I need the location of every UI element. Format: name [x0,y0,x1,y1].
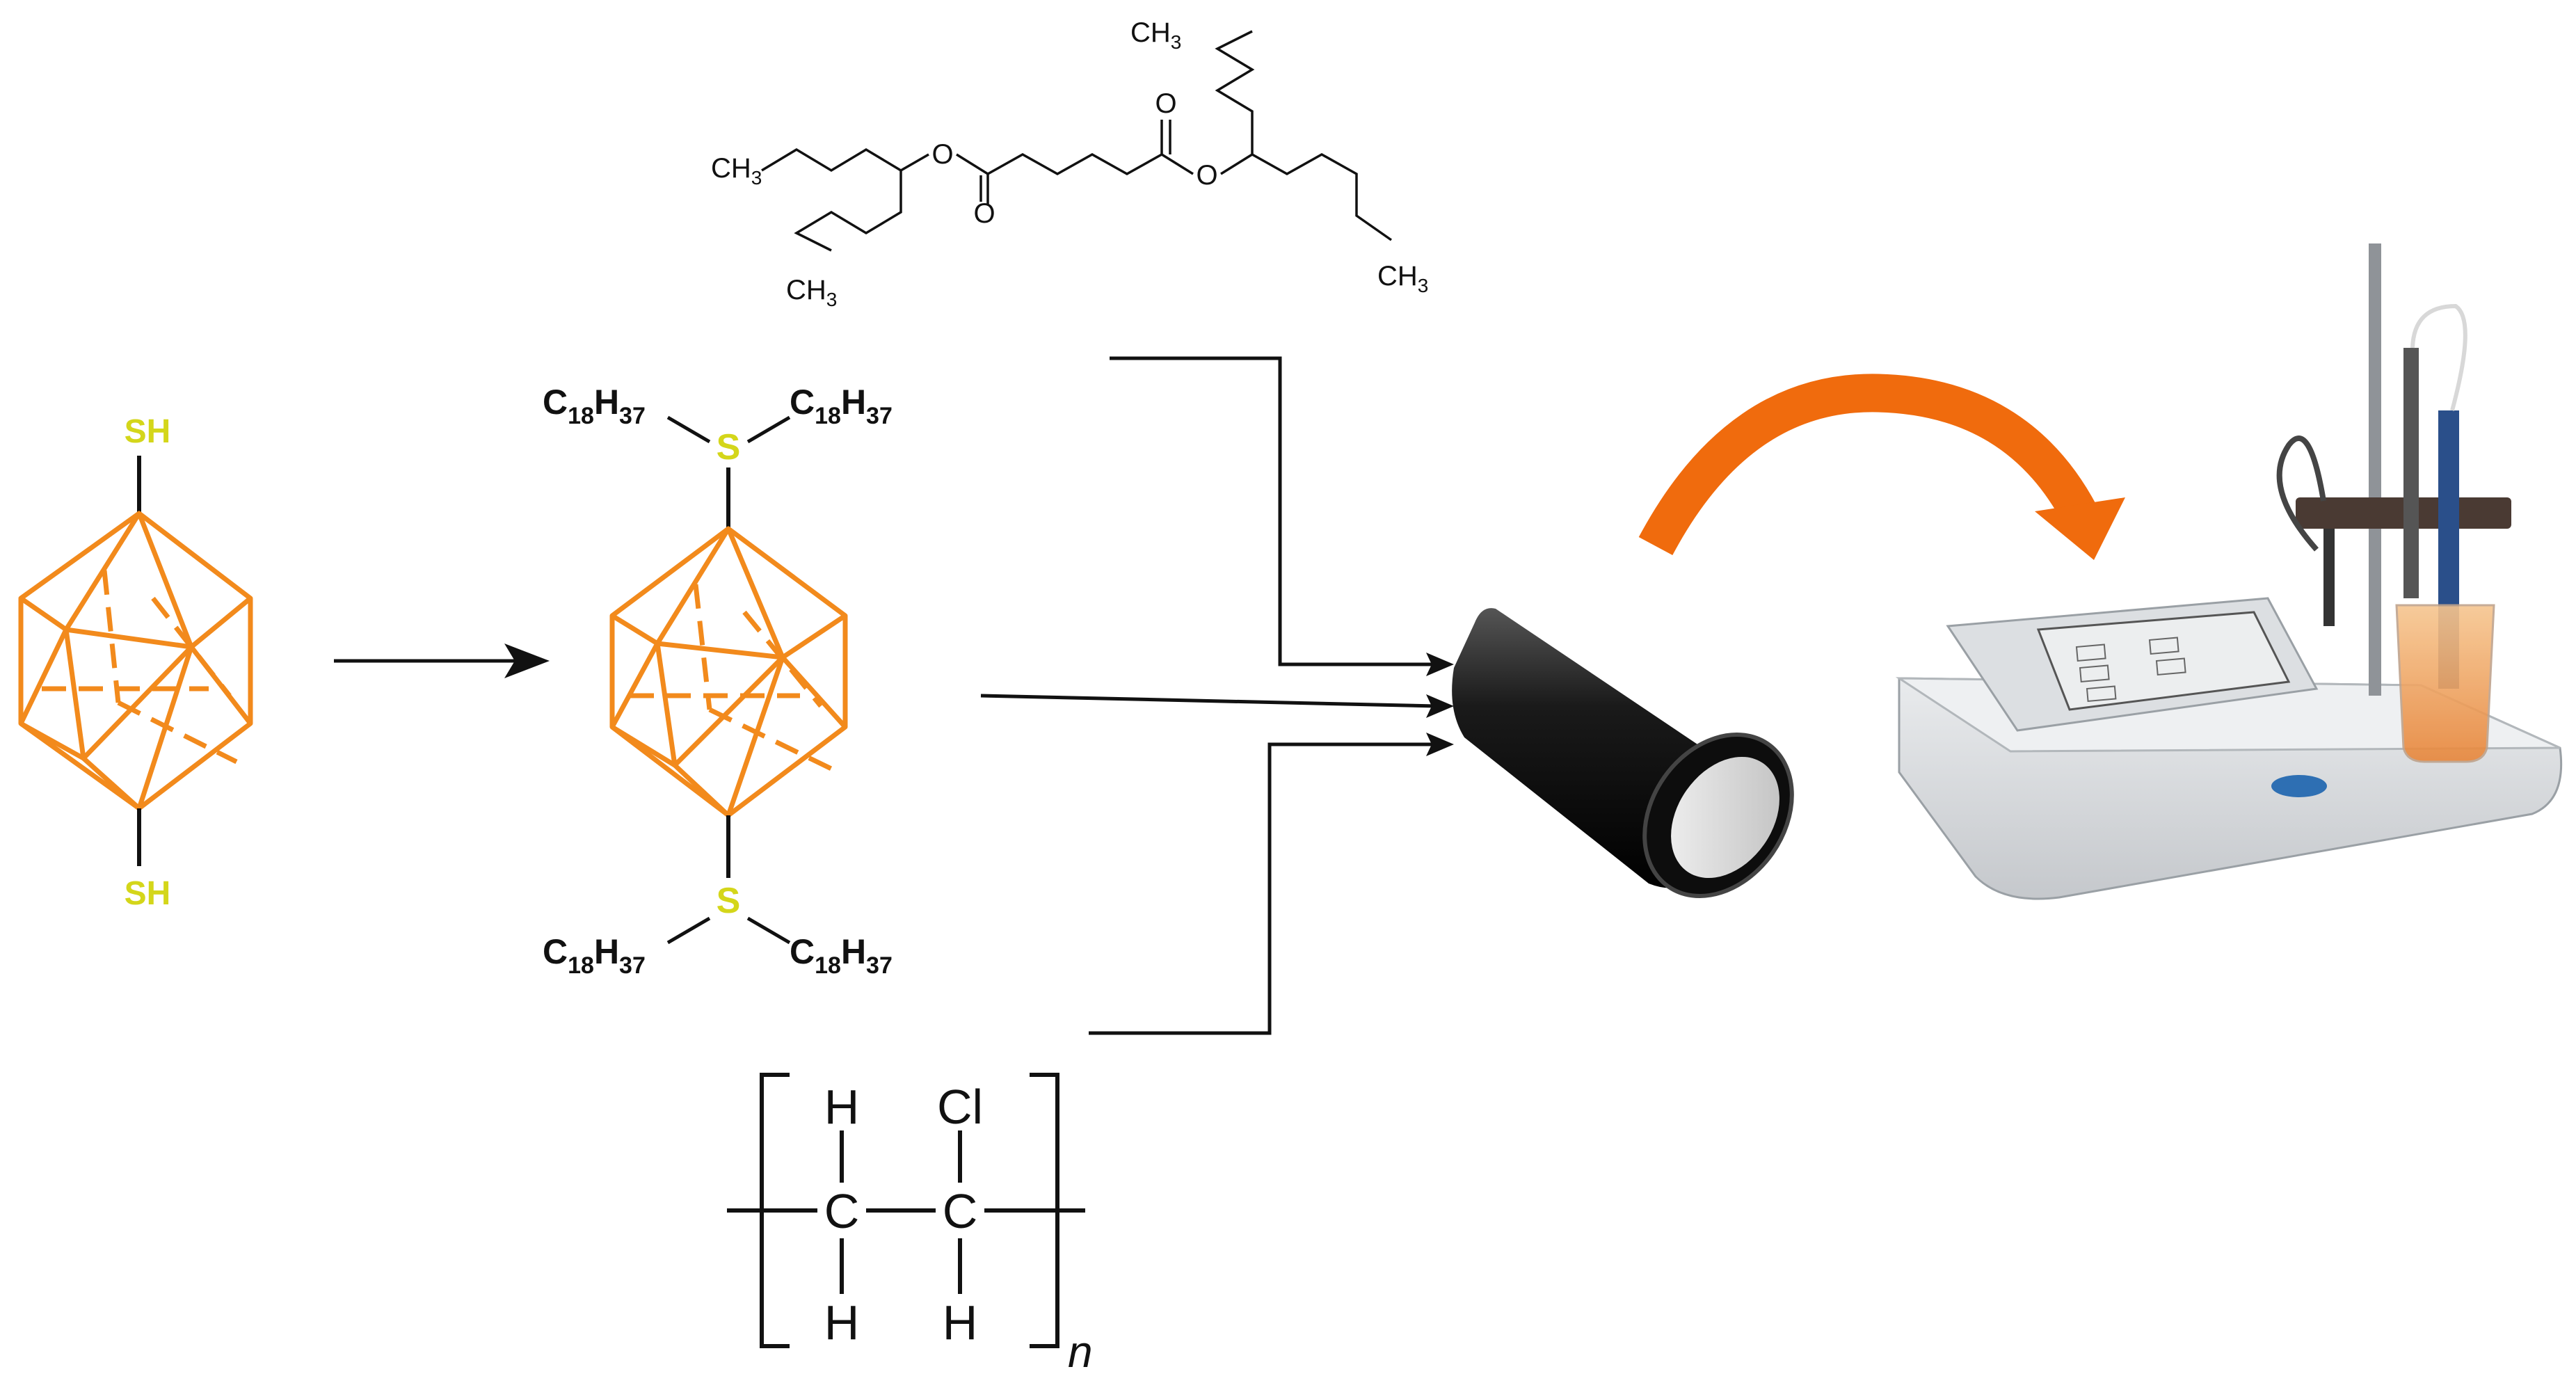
pvc-h-bottom-1: H [824,1295,860,1350]
sulfur-bottom: S [717,881,741,921]
svg-text:CH3: CH3 [786,275,837,310]
bond-s-top-right [746,415,791,444]
icosahedral-cage [18,511,253,811]
pvc-cl: Cl [937,1080,983,1134]
thiol-group-bottom: SH [125,875,171,912]
carborane-dithiol: SH SH [18,413,253,912]
dialkylthio-carborane: C18H37 C18H37 S S [543,383,893,979]
ester-oxygen-1: O [931,139,953,170]
pvc-c-2: C [943,1184,978,1238]
svg-text:CH3: CH3 [711,153,762,189]
bond-s-top-left [666,415,711,444]
ester-oxygen-2: O [1196,160,1217,191]
thiol-group-top: SH [125,413,171,450]
plasticizer-labels: CH3 CH3 CH3 CH3 O O O O [711,17,1428,310]
connector-arrowhead-3 [1426,733,1454,756]
electrode-image [1452,608,1794,898]
titrator-image [1895,243,2563,900]
pvc-repeat-n: n [1068,1327,1093,1377]
alkyl-bottom-left: C18H37 [543,932,646,979]
pvc-structure: H Cl C C H H n [727,1073,1093,1377]
reaction-arrowhead [504,643,550,678]
pvc-h-bottom-2: H [943,1295,978,1350]
connector-arrowhead-1 [1426,653,1454,676]
plasticizer-structure [761,30,1393,252]
svg-text:CH3: CH3 [1130,17,1181,53]
alkyl-top-left: C18H37 [543,383,646,429]
component-connectors [980,356,1437,1035]
svg-text:CH3: CH3 [1377,261,1428,296]
sulfur-top: S [717,427,741,467]
pvc-h-top: H [824,1080,860,1134]
connector-arrowhead-2 [1426,694,1454,718]
carbonyl-oxygen-1: O [973,198,995,229]
carbonyl-oxygen-2: O [1155,88,1176,119]
icosahedral-cage-2 [609,526,848,818]
pvc-c-1: C [824,1184,860,1238]
alkyl-bottom-right: C18H37 [790,932,893,979]
bond-s-bottom-left [666,916,711,945]
bond-s-bottom-right [746,916,791,945]
alkyl-top-right: C18H37 [790,383,893,429]
transfer-arrow [1638,374,2125,560]
